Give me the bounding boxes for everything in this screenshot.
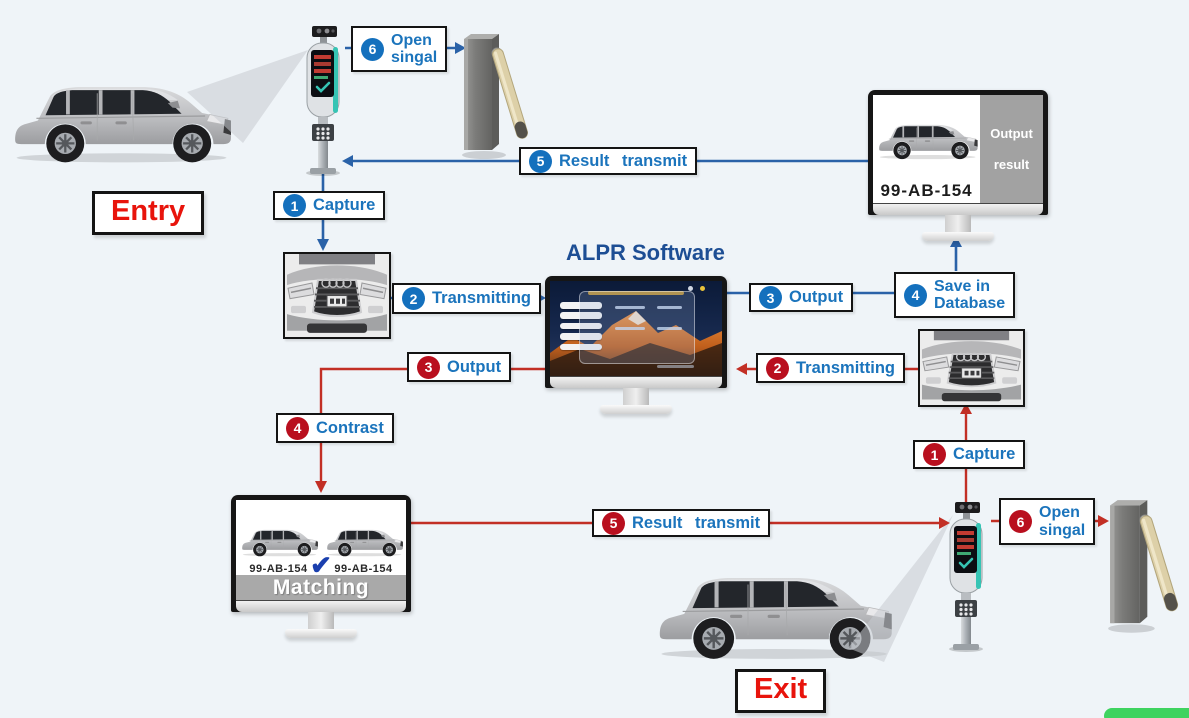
matching-monitor: 99-AB-154 99-AB-154 ✔ Matching xyxy=(231,495,411,638)
exit-record-plate: 99-AB-154 xyxy=(334,563,393,575)
output-result-monitor: 99-AB-154 Output result xyxy=(868,90,1048,241)
step-number-badge: 5 xyxy=(529,149,552,173)
entry-record-plate: 99-AB-154 xyxy=(249,563,308,575)
exit-record-thumb: 99-AB-154 xyxy=(321,500,406,575)
exit-zone-label: Exit xyxy=(735,669,827,713)
exit-step-transmitting: 2 Transmitting xyxy=(756,353,906,383)
entry-captured-image xyxy=(283,252,391,339)
recognized-plate-number: 99-AB-154 xyxy=(880,181,973,200)
exit-barrier-gate xyxy=(1108,498,1189,638)
step-number-badge: 1 xyxy=(923,443,946,466)
entry-record-thumb: 99-AB-154 xyxy=(236,500,321,575)
diagram-title: ALPR Software xyxy=(566,240,725,265)
exit-step-open-signal: 6 Open singal xyxy=(999,498,1096,545)
exit-step-capture: 1 Capture xyxy=(913,440,1026,469)
entry-step-transmitting: 2 Transmitting xyxy=(392,283,542,314)
matching-label: Matching xyxy=(236,575,406,600)
step-number-badge: 2 xyxy=(402,287,425,310)
corner-green-accent xyxy=(1104,708,1189,718)
step-number-badge: 3 xyxy=(417,355,440,379)
output-result-panel: Output result xyxy=(980,95,1043,203)
entry-lpr-kiosk xyxy=(299,24,347,176)
step-number-badge: 3 xyxy=(759,286,782,309)
step-number-badge: 5 xyxy=(602,511,625,535)
step-number-badge: 6 xyxy=(1009,510,1032,533)
exit-step-contrast: 4 Contrast xyxy=(276,413,394,443)
exit-step-output: 3 Output xyxy=(407,352,512,382)
exit-lpr-kiosk xyxy=(942,500,990,652)
entry-step-output: 3 Output xyxy=(749,283,854,312)
entry-step-result-transmit: 5 Result transmit xyxy=(519,147,698,175)
exit-camera-cone xyxy=(848,515,953,662)
step-number-badge: 6 xyxy=(361,37,384,61)
step-number-badge: 1 xyxy=(283,194,306,217)
alpr-app-window xyxy=(579,291,695,364)
match-check-icon: ✔ xyxy=(310,550,332,580)
step-number-badge: 4 xyxy=(286,416,309,440)
step-number-badge: 4 xyxy=(904,283,927,307)
entry-zone-label: Entry xyxy=(92,191,205,235)
entry-barrier-gate xyxy=(462,32,542,164)
entry-step-save-in-database: 4 Save in Database xyxy=(894,272,1016,318)
exit-captured-image xyxy=(918,329,1025,407)
step-number-badge: 2 xyxy=(766,356,789,380)
entry-step-open-signal: 6 Open singal xyxy=(351,26,448,72)
recognized-car-image xyxy=(873,95,980,181)
entry-step-capture: 1 Capture xyxy=(273,191,386,220)
alpr-software-monitor xyxy=(545,276,727,414)
exit-flow-arrowheads xyxy=(315,363,1109,529)
entry-camera-cone xyxy=(187,50,308,143)
exit-step-result-transmit: 5 Result transmit xyxy=(592,509,771,537)
